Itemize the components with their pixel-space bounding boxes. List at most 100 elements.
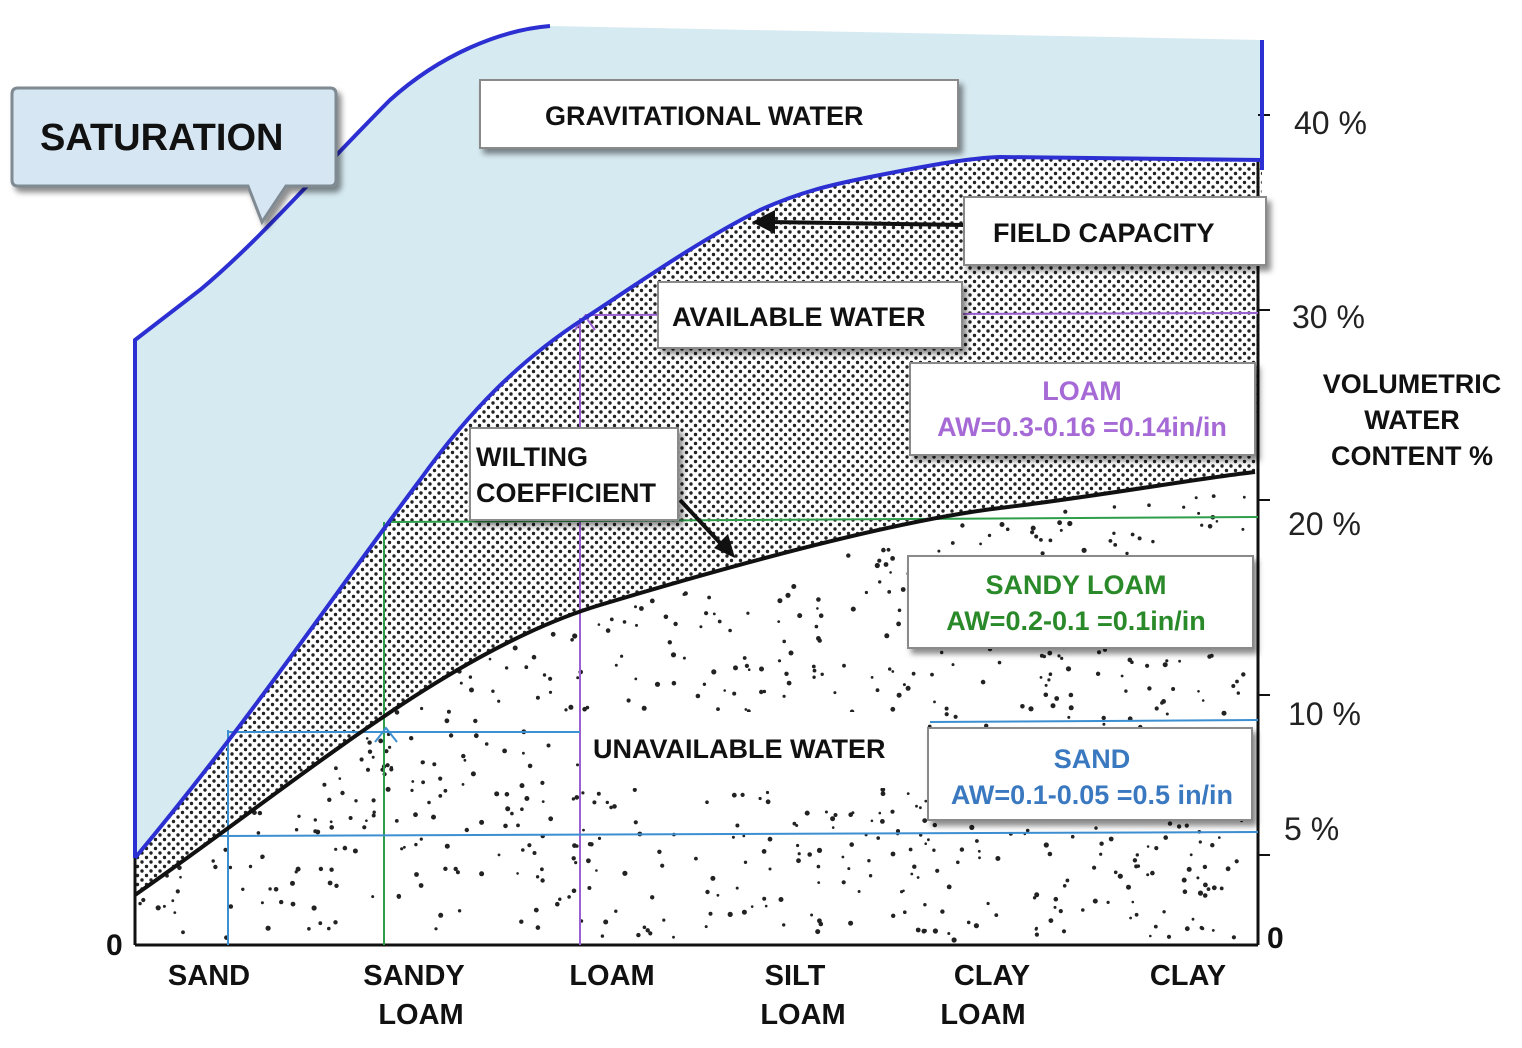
soil-particle-dot [307, 927, 311, 931]
soil-particle-dot [1068, 692, 1074, 698]
soil-particle-dot [705, 889, 710, 895]
soil-particle-dot [1146, 845, 1150, 848]
soil-particle-dot [744, 708, 748, 711]
soil-particle-dot [546, 743, 551, 748]
soil-particle-dot [626, 698, 631, 703]
soil-particle-dot [759, 689, 764, 695]
soil-particle-dot [884, 633, 890, 639]
soil-particle-dot [348, 816, 353, 820]
soil-particle-dot [900, 587, 906, 592]
sand-callout-title: SAND [1054, 744, 1131, 774]
soil-particle-dot [1137, 536, 1142, 541]
soil-particle-dot [512, 645, 518, 651]
soil-particle-dot [540, 867, 544, 872]
soil-particle-dot [1050, 703, 1056, 709]
soil-particle-dot [1186, 866, 1192, 872]
soil-particle-dot [704, 925, 708, 929]
soil-particle-dot [1182, 889, 1188, 894]
soil-particle-dot [933, 700, 936, 704]
soil-particle-dot [1112, 531, 1116, 535]
soil-particle-dot [710, 875, 716, 881]
wilting-label-line1: WILTING [476, 442, 588, 472]
soil-particle-dot [479, 819, 485, 825]
soil-particle-dot [670, 652, 677, 658]
soil-particle-dot [1178, 659, 1181, 663]
soil-particle-dot [641, 705, 647, 711]
soil-particle-dot [1039, 538, 1043, 542]
soil-particle-dot [1197, 690, 1200, 693]
soil-particle-dot [1198, 840, 1202, 844]
soil-particle-dot [597, 836, 602, 841]
soil-particle-dot [394, 710, 400, 715]
soil-particle-dot [891, 913, 896, 918]
soil-particle-dot [956, 860, 960, 865]
available-water-label: AVAILABLE WATER [672, 302, 925, 332]
wilting-coefficient-curve [133, 470, 1256, 897]
soil-particle-dot [841, 880, 846, 885]
soil-particle-dot [268, 887, 272, 891]
soil-particle-dot [414, 872, 419, 877]
soil-particle-dot [334, 847, 338, 851]
soil-particle-dot [672, 935, 675, 939]
soil-particle-dot [1176, 824, 1182, 829]
soil-particle-dot [1025, 828, 1030, 833]
soil-particle-dot [524, 796, 530, 801]
soil-particle-dot [642, 925, 647, 930]
soil-particle-dot [431, 814, 436, 820]
soil-particle-dot [1070, 834, 1075, 839]
soil-particle-dot [797, 613, 803, 619]
soil-particle-dot [464, 827, 469, 833]
soil-particle-dot [716, 707, 720, 711]
soil-particle-dot [371, 895, 375, 899]
soil-particle-dot [1099, 841, 1104, 846]
soil-particle-dot [531, 654, 537, 660]
soil-particle-dot [922, 818, 928, 823]
soil-particle-dot [650, 895, 655, 900]
soil-particle-dot [784, 671, 789, 676]
soil-particle-dot [372, 810, 376, 814]
soil-particle-dot [1117, 873, 1123, 879]
wilting-label-line2: COEFFICIENT [476, 478, 657, 508]
soil-particle-dot [1005, 527, 1010, 532]
soil-particle-dot [359, 757, 364, 762]
soil-particle-dot [1150, 870, 1155, 876]
soil-particle-dot [1081, 547, 1087, 553]
soil-particle-dot [473, 718, 478, 724]
soil-particle-dot [1135, 853, 1140, 857]
soil-particle-dot [1202, 893, 1208, 898]
soil-particle-dot [880, 819, 885, 824]
soil-particle-dot [1149, 934, 1152, 938]
soil-particle-dot [932, 928, 939, 934]
soil-particle-dot [984, 723, 989, 728]
soil-particle-dot [396, 893, 402, 899]
soil-particle-dot [318, 866, 324, 872]
soil-particle-dot [540, 780, 545, 786]
soil-particle-dot [940, 909, 945, 914]
soil-particle-dot [940, 650, 944, 655]
soil-particle-dot [162, 904, 166, 908]
soil-particle-dot [1020, 704, 1025, 709]
soil-particle-dot [1236, 691, 1241, 695]
x-category-sandy: SANDY [363, 960, 465, 992]
soil-particle-dot [394, 819, 399, 823]
soil-particle-dot [1221, 710, 1227, 716]
soil-particle-dot [1241, 672, 1246, 677]
soil-particle-dot [574, 795, 580, 800]
soil-particle-dot [833, 691, 837, 695]
soil-particle-dot [1189, 853, 1193, 857]
soil-particle-dot [975, 839, 979, 843]
soil-particle-dot [870, 676, 874, 679]
soil-particle-dot [318, 921, 323, 926]
soil-particle-dot [874, 562, 880, 569]
soil-particle-dot [527, 763, 533, 769]
soil-particle-dot [1184, 823, 1189, 828]
soil-particle-dot [946, 884, 952, 890]
soil-particle-dot [896, 621, 901, 627]
soil-particle-dot [400, 847, 404, 851]
soil-particle-dot [419, 837, 423, 841]
soil-particle-dot [705, 800, 709, 804]
soil-particle-dot [944, 706, 949, 711]
soil-particle-dot [223, 847, 228, 852]
soil-particle-dot [622, 620, 627, 624]
soil-particle-dot [682, 656, 686, 660]
